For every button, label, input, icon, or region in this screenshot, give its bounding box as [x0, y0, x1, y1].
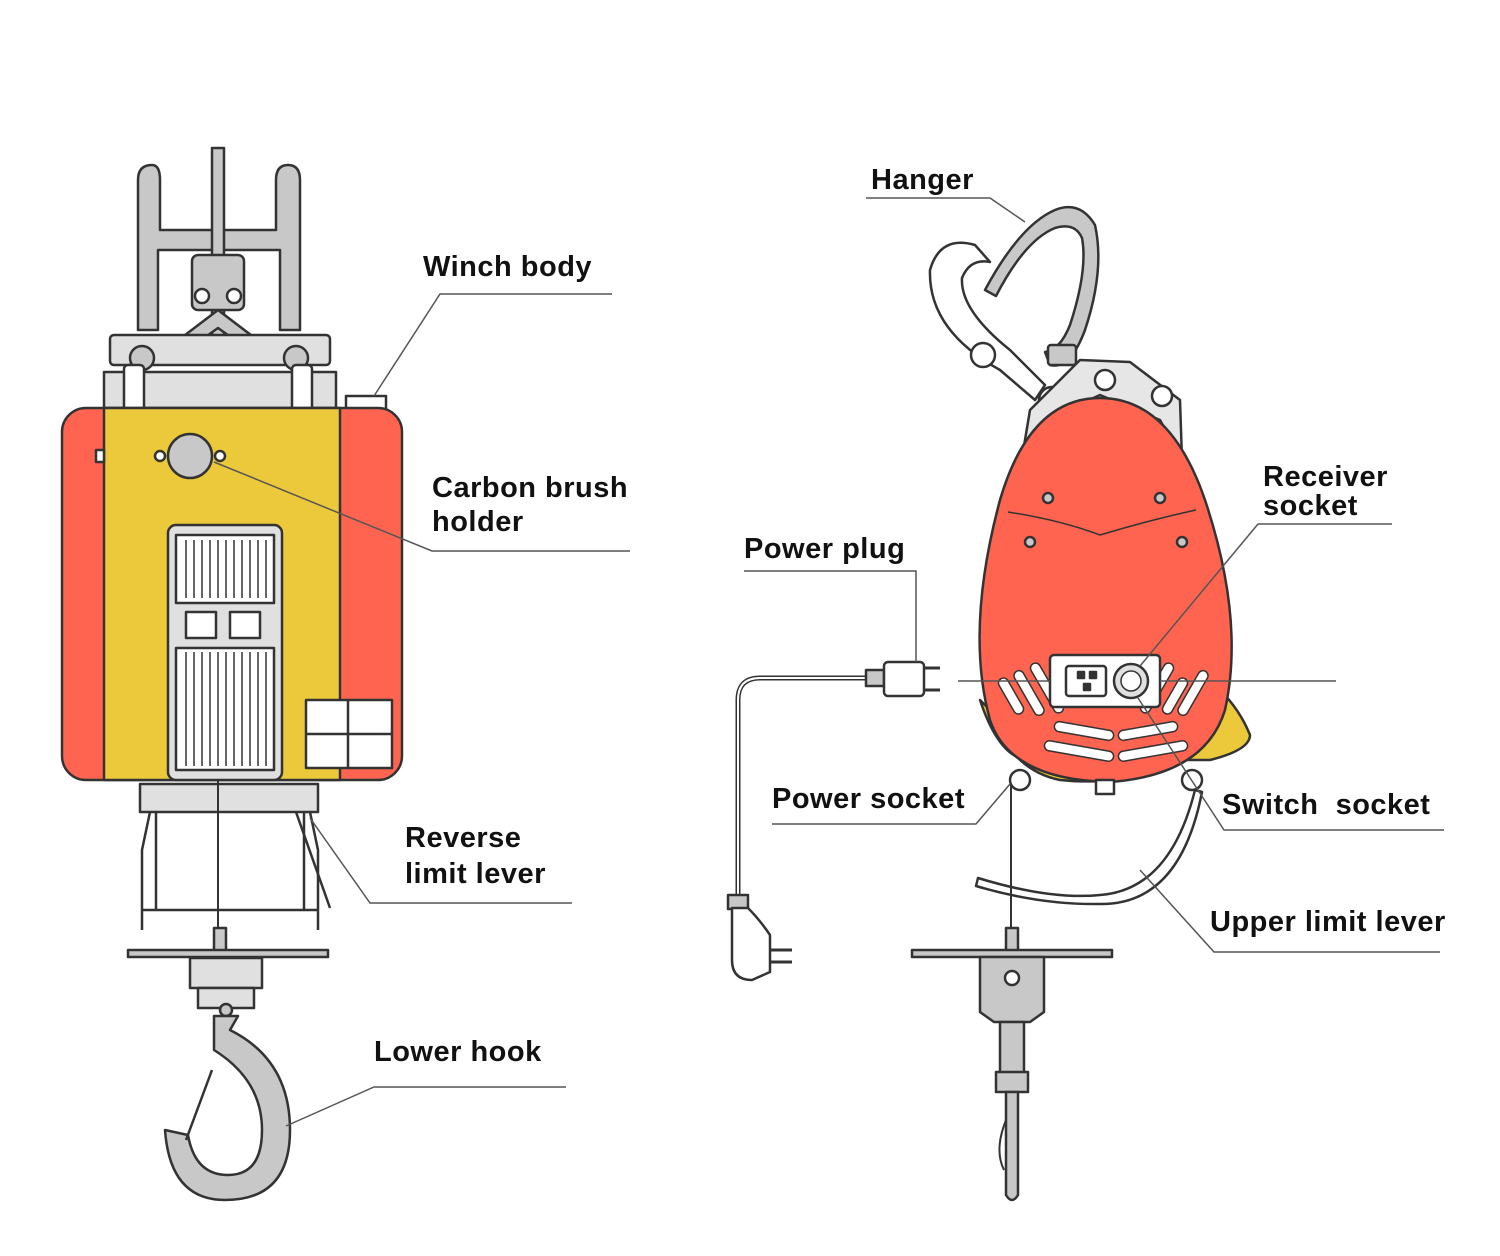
label-switch-socket: Switch socket — [1222, 789, 1431, 821]
front-winch-body — [60, 406, 404, 782]
side-cable-hook — [910, 785, 1114, 1202]
side-upper-limit-lever — [974, 788, 1204, 906]
side-view — [726, 205, 1252, 1202]
label-reverse-limit-lever-line1: Reverse — [405, 822, 522, 854]
label-hanger: Hanger — [871, 164, 974, 196]
leader-receiver-socket — [1139, 523, 1392, 667]
front-view — [60, 146, 404, 1202]
label-lower-hook: Lower hook — [374, 1036, 542, 1068]
side-hanger — [928, 205, 1100, 415]
front-cable-hook — [126, 780, 330, 1202]
label-reverse-limit-lever-line2: limit lever — [405, 858, 546, 890]
leader-carbon-brush — [213, 461, 630, 552]
label-receiver-socket-line1: Receiver — [1263, 461, 1388, 493]
side-power-cord — [726, 660, 940, 982]
label-receiver-socket-line2: socket — [1263, 490, 1358, 522]
leader-upper-limit — [1139, 869, 1440, 953]
leader-hanger — [866, 197, 1026, 223]
label-power-socket: Power socket — [772, 783, 965, 815]
leader-winch-body — [373, 293, 612, 397]
label-carbon-brush-holder-line2: holder — [432, 506, 524, 538]
front-lower-frame — [138, 782, 332, 930]
label-power-plug: Power plug — [744, 533, 906, 565]
leader-switch-socket — [1137, 697, 1444, 831]
label-winch-body: Winch body — [423, 251, 593, 283]
leader-power-socket — [772, 783, 1011, 825]
side-winch-body — [978, 396, 1233, 796]
leader-power-plug — [744, 570, 917, 662]
label-upper-limit-lever: Upper limit lever — [1210, 906, 1446, 938]
leader-lines — [213, 197, 1444, 1127]
leader-lower-hook — [285, 1086, 566, 1127]
leader-reverse-limit — [309, 817, 572, 904]
label-carbon-brush-holder-line1: Carbon brush — [432, 472, 629, 504]
